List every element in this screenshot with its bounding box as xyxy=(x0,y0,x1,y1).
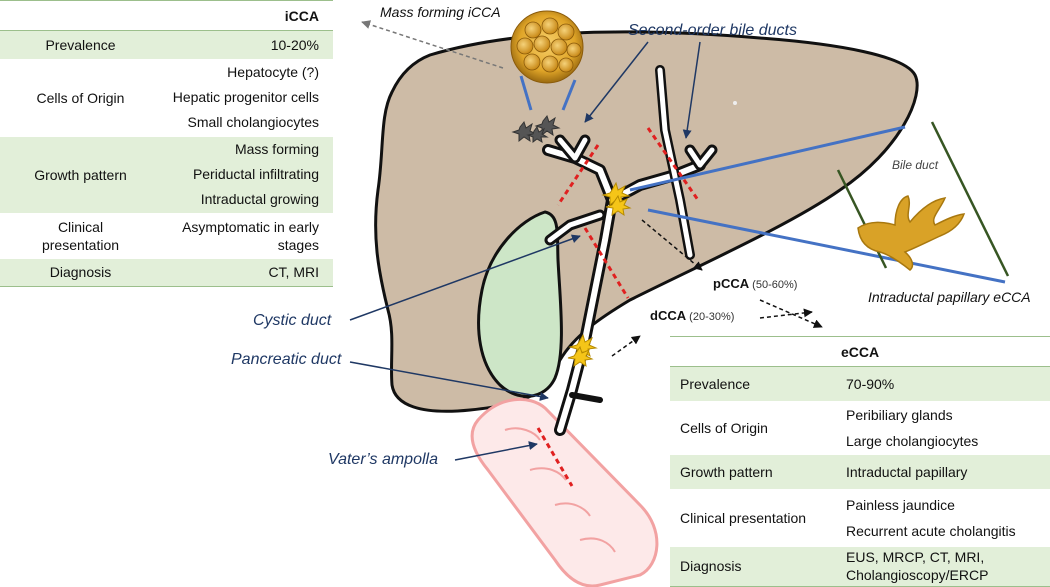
icca-row-diagnosis: Diagnosis CT, MRI xyxy=(0,258,333,287)
second-order-arrow-1 xyxy=(584,41,649,123)
icca-label-cells-of-origin: Cells of Origin xyxy=(36,89,125,106)
ecca-row-prevalence: Prevalence 70-90% xyxy=(670,366,1050,401)
icca-header-row: iCCA xyxy=(0,1,333,31)
pcca-label: pCCA (50-60%) xyxy=(713,276,797,291)
pcca-to-table-arrow xyxy=(759,299,823,328)
cystic-duct-arrow xyxy=(349,234,581,321)
ecca-value-growth-pattern: Intraductal papillary xyxy=(838,454,1050,489)
icca-value-growth-1: Mass forming xyxy=(234,141,319,157)
bile-duct-tree xyxy=(542,65,718,436)
icca-value-growth-2: Periductal infiltrating xyxy=(192,166,319,182)
cystic-duct-label: Cystic duct xyxy=(253,312,332,329)
ecca-value-cells-1: Peribiliary glands xyxy=(846,406,953,423)
ecca-header-row: eCCA xyxy=(670,337,1050,367)
mass-forming-label: Mass forming iCCA xyxy=(380,4,501,20)
intraductal-papillary-label: Intraductal papillary eCCA xyxy=(868,289,1031,305)
ecca-label-prevalence: Prevalence xyxy=(670,366,838,401)
dcca-label: dCCA (20-30%) xyxy=(650,308,734,323)
tumor-guide-right xyxy=(561,79,577,111)
icca-label-clinical: Clinical presentation xyxy=(41,218,120,253)
icca-label-diagnosis: Diagnosis xyxy=(0,258,161,287)
intraductal-tumors xyxy=(567,181,632,368)
icca-label-growth-pattern: Growth pattern xyxy=(0,136,161,213)
ecca-value-clinical-1: Painless jaundice xyxy=(846,496,955,513)
ecca-value-cells-2: Large cholangiocytes xyxy=(846,432,979,449)
liver-speck xyxy=(733,101,737,105)
pancreatic-duct-arrow xyxy=(349,361,549,401)
icca-table: iCCA Prevalence 10-20% Cells of Origin H… xyxy=(0,0,333,287)
ecca-label-diagnosis: Diagnosis xyxy=(670,546,838,587)
icca-value-cells-1: Hepatocyte (?) xyxy=(227,64,319,80)
duodenum-folds xyxy=(504,427,616,553)
icca-row-prevalence: Prevalence 10-20% xyxy=(0,30,333,59)
ecca-row-growth-pattern: Growth pattern Intraductal papillary xyxy=(670,454,1050,489)
bile-duct-label: Bile duct xyxy=(892,158,939,172)
periductal-lesions xyxy=(511,114,561,144)
ecca-label-cells-of-origin: Cells of Origin xyxy=(680,419,768,436)
icca-row-growth-pattern: Growth pattern Mass forming Periductal i… xyxy=(0,136,333,213)
zoom-line-top xyxy=(629,125,906,192)
icca-value-growth-3: Intraductal growing xyxy=(200,191,319,207)
papillary-tumor-shape xyxy=(857,195,966,271)
mass-forming-tumor xyxy=(510,10,584,84)
mass-forming-arrow xyxy=(361,20,504,69)
ecca-title: eCCA xyxy=(840,343,880,360)
icca-value-prevalence: 10-20% xyxy=(161,30,333,59)
dcca-name: dCCA xyxy=(650,308,687,323)
vaters-ampolla-label: Vater’s ampolla xyxy=(328,451,438,468)
ecca-label-growth-pattern: Growth pattern xyxy=(670,454,838,489)
ecca-value-prevalence: 70-90% xyxy=(838,366,1050,401)
icca-value-cells-3: Small cholangiocytes xyxy=(187,114,319,130)
ecca-value-clinical-2: Recurrent acute cholangitis xyxy=(846,522,1016,539)
dcca-range: (20-30%) xyxy=(689,311,735,323)
vaters-ampolla-arrow xyxy=(454,441,538,461)
pcca-range: (50-60%) xyxy=(752,279,798,291)
icca-value-clinical: Asymptomatic in early stages xyxy=(182,218,319,253)
pcca-name: pCCA xyxy=(713,276,750,291)
icca-title: iCCA xyxy=(284,7,319,24)
ecca-row-clinical: Clinical presentation Painless jaundice … xyxy=(670,489,1050,547)
ecca-row-cells-of-origin: Cells of Origin Peribiliary glands Large… xyxy=(670,401,1050,455)
dcca-to-table-arrow xyxy=(759,308,813,319)
dcca-arrow xyxy=(611,335,641,357)
icca-row-cells-of-origin: Cells of Origin Hepatocyte (?) Hepatic p… xyxy=(0,59,333,137)
ecca-value-diagnosis: EUS, MRCP, CT, MRI, Cholangioscopy/ERCP xyxy=(838,546,1050,587)
pancreatic-duct-label: Pancreatic duct xyxy=(231,351,342,368)
duodenum xyxy=(470,397,659,587)
resection-lines xyxy=(536,127,700,487)
icca-row-clinical: Clinical presentation Asymptomatic in ea… xyxy=(0,213,333,259)
inset-line-right xyxy=(930,121,1010,277)
pcca-arrow xyxy=(641,219,703,271)
ecca-row-diagnosis: Diagnosis EUS, MRCP, CT, MRI, Cholangios… xyxy=(670,546,1050,587)
second-order-label: Second-order bile ducts xyxy=(628,22,797,39)
icca-value-cells-2: Hepatic progenitor cells xyxy=(172,89,319,105)
ecca-table: eCCA Prevalence 70-90% Cells of Origin P… xyxy=(670,336,1050,587)
icca-label-prevalence: Prevalence xyxy=(0,30,161,59)
icca-value-diagnosis: CT, MRI xyxy=(161,258,333,287)
second-order-arrow-2 xyxy=(682,41,701,139)
tumor-guide-left xyxy=(519,75,533,111)
zoom-line-bottom xyxy=(647,208,1006,284)
ecca-label-clinical: Clinical presentation xyxy=(680,509,807,526)
